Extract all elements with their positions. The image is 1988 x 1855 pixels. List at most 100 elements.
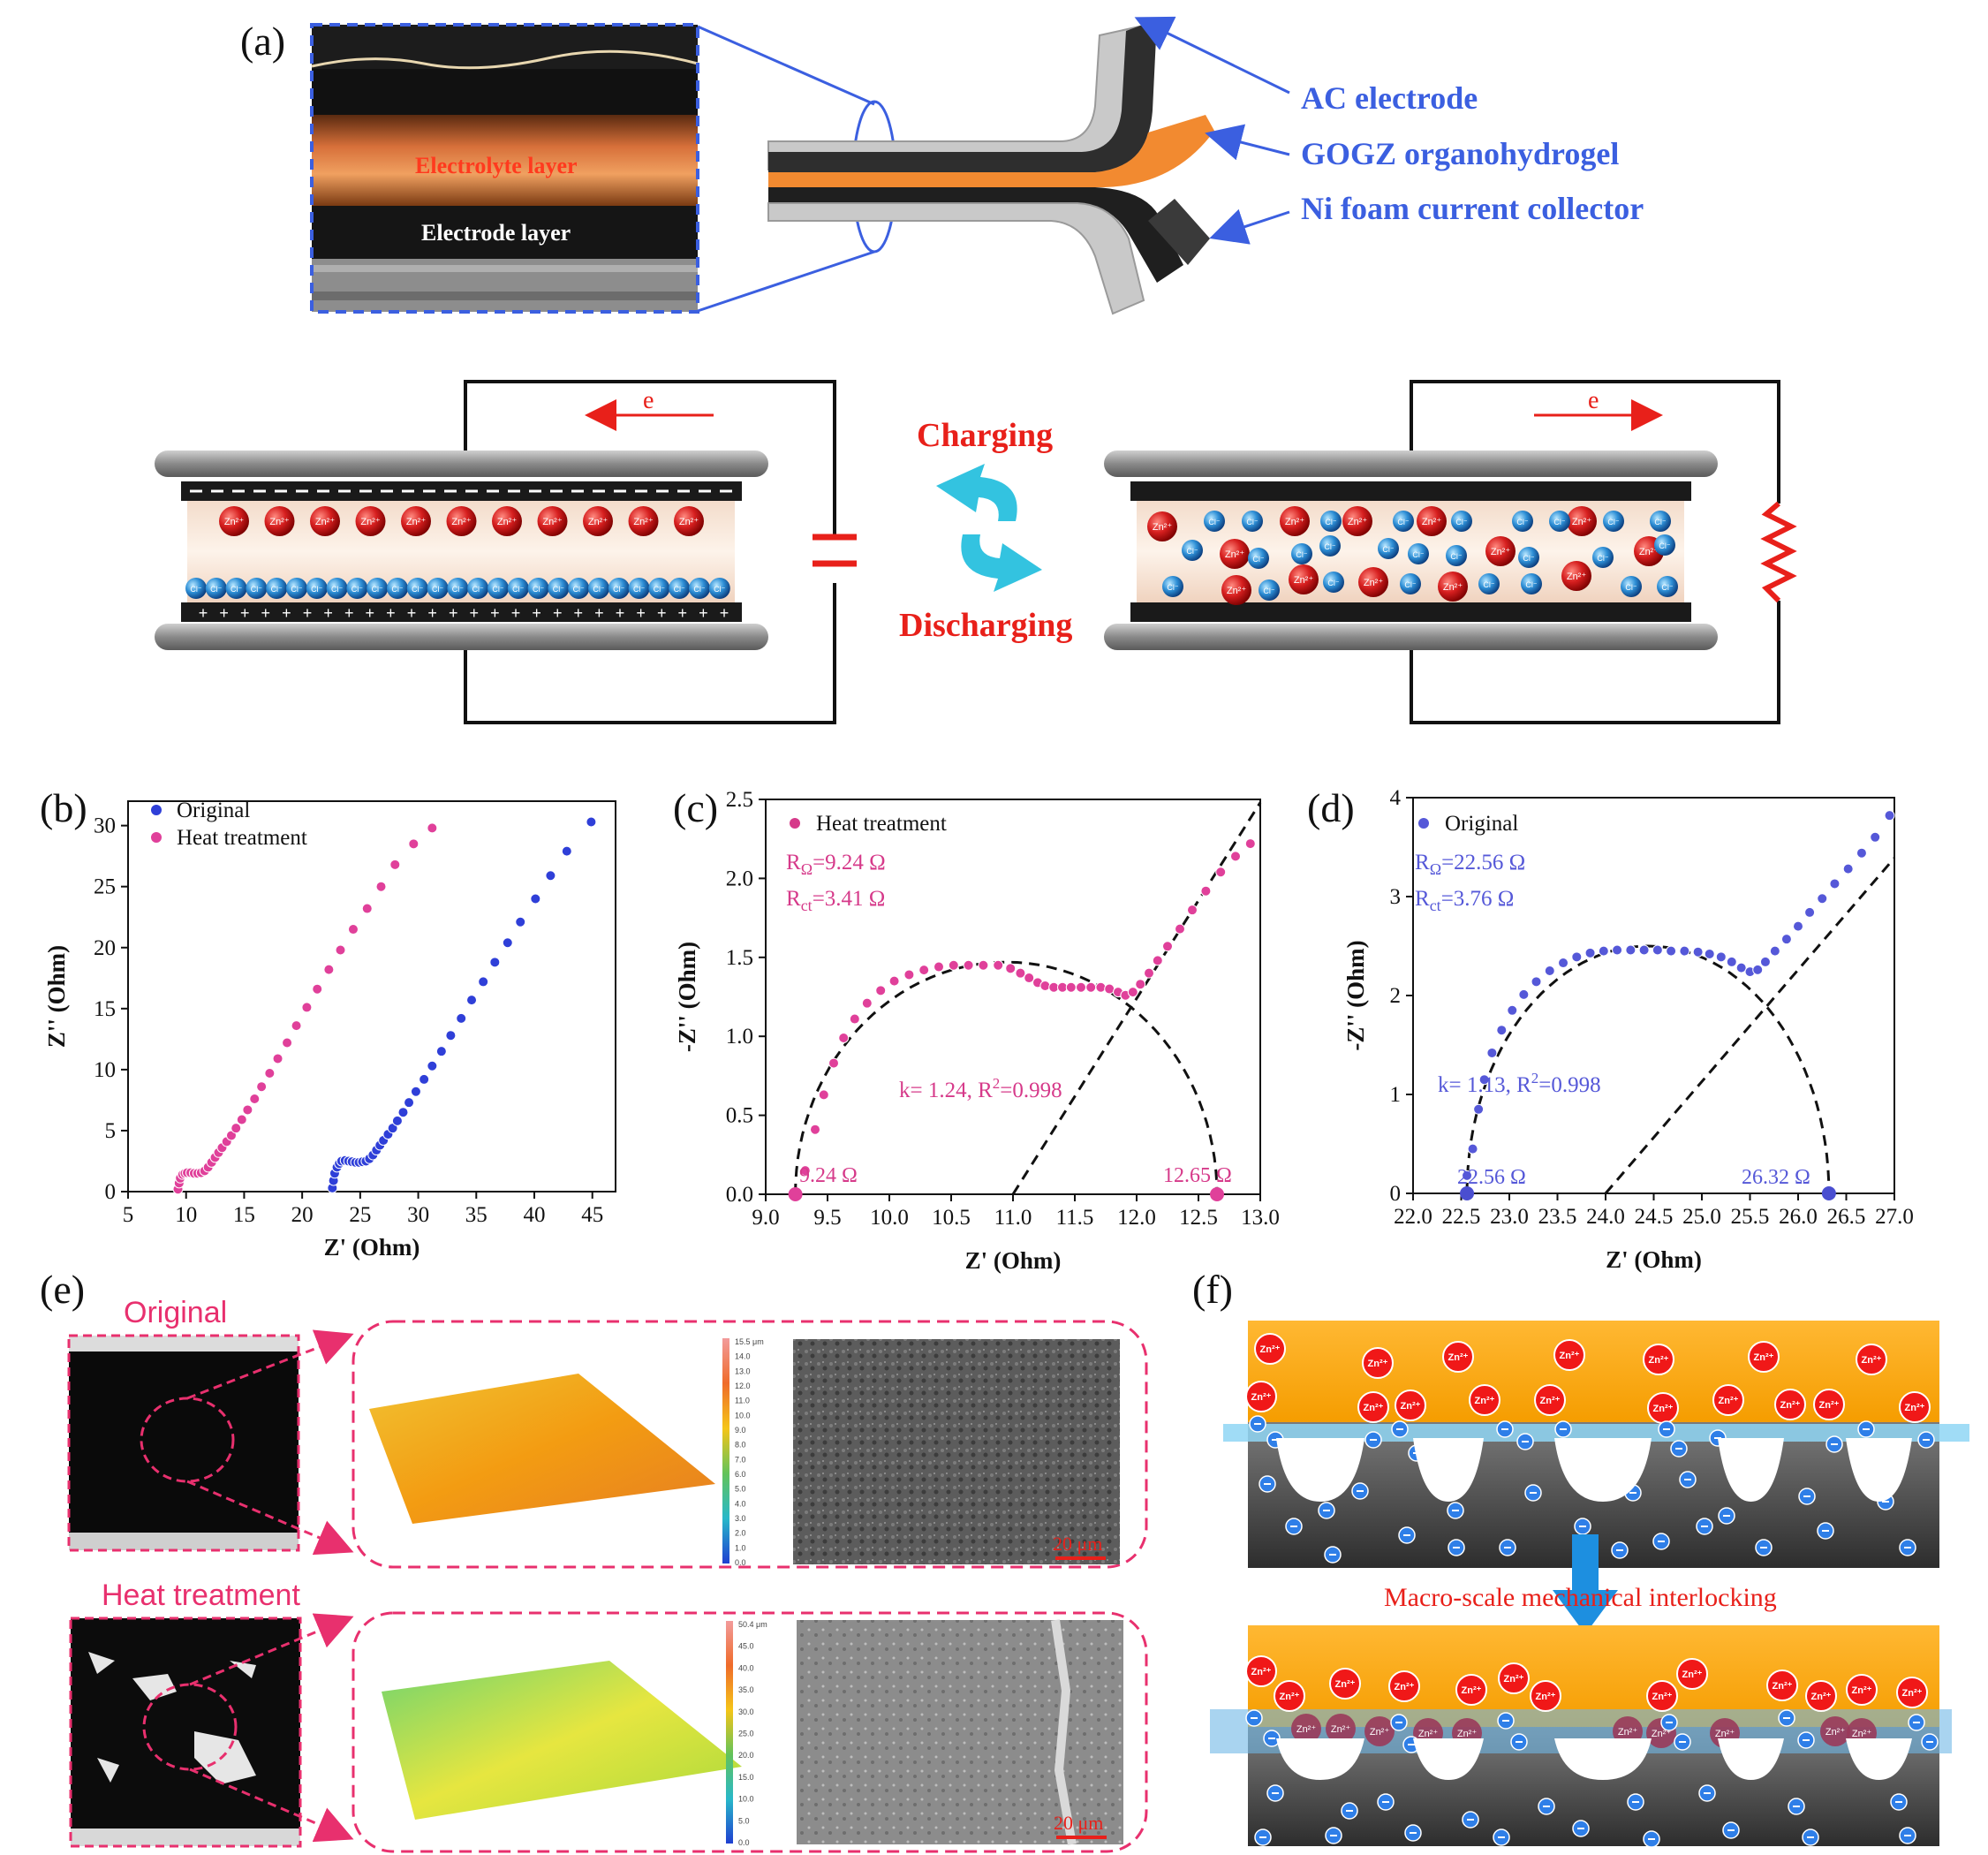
data-point <box>1473 1103 1485 1115</box>
cl-ion: Cl⁻ <box>648 578 670 599</box>
r-omega-annotation: RΩ=9.24 Ω <box>786 851 886 878</box>
anion <box>1797 1731 1815 1749</box>
scale-label: 6.0 <box>735 1470 746 1479</box>
anion <box>1643 1830 1660 1848</box>
cl-ion: Cl⁻ <box>1242 511 1263 532</box>
scale-label: 0.0 <box>735 1558 746 1567</box>
data-point <box>918 965 930 976</box>
zn-ion: Zn²⁺ <box>1469 1384 1500 1416</box>
data-point <box>530 893 541 905</box>
svg-text:Zn²⁺: Zn²⁺ <box>679 517 699 527</box>
svg-text:Zn²⁺: Zn²⁺ <box>1285 517 1305 527</box>
data-point <box>256 1081 268 1093</box>
zn-ion: Zn²⁺ <box>1813 1389 1845 1420</box>
svg-text:Cl⁻: Cl⁻ <box>1296 550 1307 559</box>
x-tick-label: 20 <box>291 1203 314 1227</box>
svg-text:Cl⁻: Cl⁻ <box>1186 547 1198 556</box>
scale-label: 5.0 <box>735 1485 746 1494</box>
svg-text:Cl⁻: Cl⁻ <box>1252 555 1264 564</box>
photo-label-electrolyte: Electrolyte layer <box>415 153 578 178</box>
x-tick-label: 12.5 <box>1179 1206 1218 1230</box>
cl-ion: Cl⁻ <box>1478 573 1500 594</box>
data-point <box>1666 945 1677 957</box>
svg-text:Cl⁻: Cl⁻ <box>1397 518 1409 526</box>
interlocking-caption: Macro-scale mechanical interlocking <box>1384 1583 1777 1612</box>
data-point <box>515 916 526 928</box>
x-tick-label: 25.0 <box>1682 1205 1721 1229</box>
data-point <box>478 976 489 988</box>
svg-text:Zn²⁺: Zn²⁺ <box>1560 1351 1580 1361</box>
cl-ion: Cl⁻ <box>387 578 408 599</box>
x-tick-label: 9.0 <box>752 1206 779 1230</box>
svg-text:Cl⁻: Cl⁻ <box>1525 580 1537 589</box>
x-axis-title: Z' (Ohm) <box>1606 1246 1702 1273</box>
anion <box>1249 1415 1266 1433</box>
cl-ion: Cl⁻ <box>1592 547 1614 568</box>
zn-ion: Zn²⁺ <box>1245 1655 1277 1687</box>
data-point <box>1144 967 1154 979</box>
anion <box>1825 1435 1843 1453</box>
color-scale-original: 15.5 μm14.013.012.011.010.09.08.07.06.05… <box>722 1337 764 1567</box>
legend-label: Original <box>177 799 250 822</box>
cl-ion: Cl⁻ <box>527 578 549 599</box>
callout-ni-foam: Ni foam current collector <box>1301 191 1644 226</box>
legend-marker <box>790 818 800 829</box>
svg-text:Zn²⁺: Zn²⁺ <box>1448 1352 1469 1363</box>
anion <box>1524 1484 1542 1502</box>
zn-ion: Zn²⁺ <box>401 506 431 536</box>
svg-text:Cl⁻: Cl⁻ <box>472 585 484 594</box>
data-point <box>1780 934 1792 945</box>
charging-label: Charging <box>917 417 1053 454</box>
x-tick-label: 10.0 <box>870 1206 909 1230</box>
svg-text:Zn²⁺: Zn²⁺ <box>1401 1401 1421 1412</box>
callout-gogz: GOGZ organohydrogel <box>1301 136 1619 171</box>
linear-fit <box>1604 857 1896 1194</box>
x-tick-label: 30 <box>407 1203 429 1227</box>
anion <box>1890 1793 1908 1811</box>
anion <box>1698 1784 1716 1802</box>
x-tick-label: 11.5 <box>1056 1206 1094 1230</box>
x-tick-label: 45 <box>581 1203 603 1227</box>
svg-text:Zn²⁺: Zn²⁺ <box>1443 582 1463 593</box>
data-point <box>1005 963 1017 974</box>
zn-ion: Zn²⁺ <box>492 506 522 536</box>
svg-text:Zn²⁺: Zn²⁺ <box>224 517 245 527</box>
data-point <box>1015 967 1026 979</box>
y-tick-label: 0 <box>1390 1182 1402 1206</box>
data-point <box>1200 885 1212 897</box>
scale-label: 12.0 <box>735 1382 751 1390</box>
zn-ion: Zn²⁺ <box>1289 564 1319 594</box>
anion <box>1817 1522 1834 1540</box>
anion <box>1788 1798 1805 1815</box>
data-point <box>1584 947 1596 958</box>
cl-ion: Cl⁻ <box>1650 511 1671 532</box>
cl-ion: Cl⁻ <box>1320 511 1342 532</box>
cl-ion: Cl⁻ <box>447 578 469 599</box>
intercept-marker <box>1460 1186 1475 1200</box>
data-point <box>1127 987 1138 998</box>
plus-charge: + <box>323 604 333 622</box>
data-point <box>963 959 974 971</box>
anion <box>1611 1541 1629 1559</box>
zn-ion: Zn²⁺ <box>1388 1670 1420 1702</box>
zn-ion: Zn²⁺ <box>1896 1677 1928 1708</box>
anion <box>1899 1539 1916 1556</box>
scale-label: 25.0 <box>738 1730 754 1738</box>
x-tick-label: 26.0 <box>1779 1205 1818 1229</box>
semicircle-fit <box>1465 944 1831 1194</box>
heat-treatment-photo <box>69 1613 354 1848</box>
anion <box>1572 1820 1590 1837</box>
svg-text:Cl⁻: Cl⁻ <box>1324 542 1335 551</box>
charged-cell: e Zn²⁺Zn²⁺Zn²⁺Zn²⁺Zn²⁺Zn²⁺Zn²⁺Zn²⁺Zn²⁺Zn… <box>155 380 857 724</box>
anion <box>1718 1507 1735 1525</box>
data-point <box>1804 906 1816 918</box>
zn-ion: Zn²⁺ <box>1395 1389 1426 1421</box>
svg-text:Zn²⁺: Zn²⁺ <box>1811 1692 1832 1702</box>
data-point <box>1085 981 1097 993</box>
data-point <box>838 1032 850 1043</box>
data-point <box>1024 973 1035 984</box>
intercept-marker <box>788 1187 803 1201</box>
data-point <box>312 983 323 995</box>
anion <box>1493 1828 1510 1846</box>
fit-annotation: k= 1.13, R2=0.998 <box>1438 1070 1601 1097</box>
